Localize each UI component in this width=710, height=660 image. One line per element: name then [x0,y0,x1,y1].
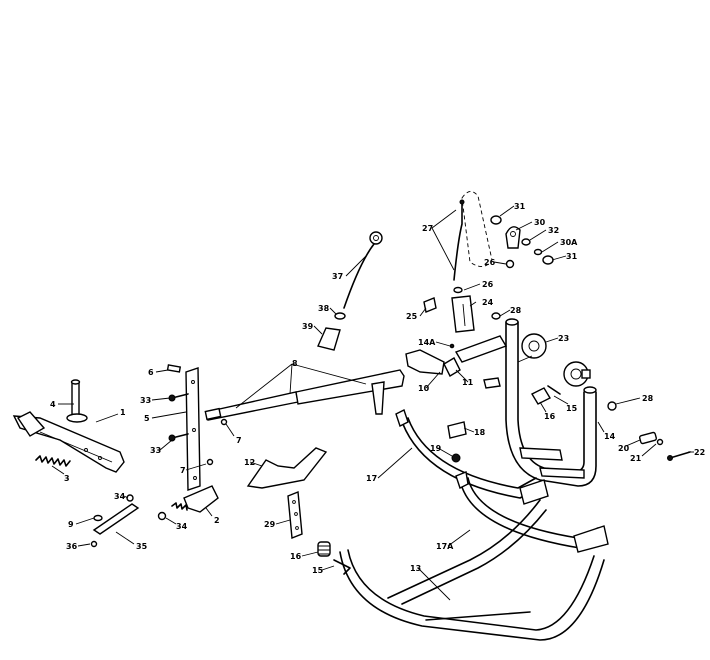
part-28-washer-a [491,312,501,320]
part-38-washer [334,312,346,320]
callout-12: 12 [244,458,255,467]
part-12-bracket [246,447,328,489]
part-26-pins [453,259,515,294]
callout-24: 24 [482,298,494,307]
callout-38: 38 [318,304,330,313]
part-21-washer [656,438,664,446]
part-37-arm [343,231,383,309]
part-25-bolt [423,297,437,313]
callout-28a: 28 [510,306,522,315]
callout-labels: 1 2 3 4 5 6 7 7 8 9 10 11 12 13 14 14A 1… [50,202,705,575]
part-6-pin [166,364,182,373]
callout-7b: 7 [236,436,242,445]
part-1-base-plate [12,411,125,473]
callout-13: 13 [410,564,421,573]
part-22-bolt [667,451,691,461]
part-24-clevis [451,295,475,333]
part-36-nut [90,540,98,548]
part-29-plate [287,491,303,539]
part-small-bracket [483,377,501,389]
leader-lines [51,205,694,601]
part-16-spring-right [531,387,551,405]
callout-22: 22 [694,448,705,457]
part-4-pin [66,379,88,423]
part-19-nut [451,453,461,463]
callout-29: 29 [264,520,276,529]
callout-30a: 30A [560,238,578,247]
callout-27: 27 [422,224,433,233]
callout-8: 8 [292,359,298,368]
callout-23: 23 [558,334,569,343]
callout-25: 25 [406,312,418,321]
callout-32: 32 [548,226,559,235]
callout-6: 6 [148,368,154,377]
part-2-bracket [171,485,219,513]
part-33-bolts [168,393,189,442]
part-8-linkage-rod [204,369,405,421]
part-32-bushing [521,238,531,246]
callout-2: 2 [214,516,220,525]
callout-20: 20 [618,444,630,453]
part-13-sled [339,499,605,641]
callout-16b: 16 [544,412,556,421]
part-39-clevis [317,327,341,351]
callout-31b: 31 [566,252,578,261]
part-20-bushing [638,431,658,445]
callout-35: 35 [136,542,148,551]
callout-26b: 26 [482,280,494,289]
part-7-nut [206,418,228,466]
part-15-clip-right [547,385,561,395]
callout-11: 11 [462,378,474,387]
part-18-plate [447,421,467,439]
part-35-strap [92,503,140,535]
callout-17a: 17A [436,542,454,551]
callout-15b: 15 [566,404,578,413]
callout-3: 3 [64,474,70,483]
part-27-rod [453,191,493,281]
callout-36: 36 [66,542,78,551]
callout-19: 19 [430,444,442,453]
callout-39: 39 [302,322,314,331]
part-5-vertical-bar [185,367,201,491]
part-28-washer-b [607,401,617,411]
callout-37: 37 [332,272,343,281]
part-23-flanges [521,333,591,387]
callout-30: 30 [534,218,546,227]
part-11-clamp [443,357,461,377]
callout-34b: 34 [176,522,188,531]
callout-31a: 31 [514,202,526,211]
callout-18: 18 [474,428,486,437]
callout-26a: 26 [484,258,496,267]
callout-33a: 33 [140,396,151,405]
callout-10: 10 [418,384,430,393]
part-9-washer [93,514,103,522]
callout-21: 21 [630,454,642,463]
callout-33b: 33 [150,446,161,455]
callout-1: 1 [120,408,126,417]
part-3-spring [35,455,71,467]
part-30-rod-end [505,226,521,249]
callout-28b: 28 [642,394,654,403]
part-34-washers [126,494,167,521]
callout-17: 17 [366,474,377,483]
callout-15a: 15 [312,566,324,575]
callout-16a: 16 [290,552,302,561]
part-14a-plate [449,335,508,363]
part-14-frame-tube [505,318,597,487]
callout-4: 4 [50,400,56,409]
part-17a-runner [455,471,609,553]
part-16-coil [317,541,331,557]
callout-14: 14 [604,432,616,441]
part-10-bracket [405,349,445,375]
callout-7a: 7 [180,466,186,475]
callout-9: 9 [68,520,74,529]
callout-14a: 14A [418,338,436,347]
part-30a-spacer [533,248,543,256]
callout-34a: 34 [114,492,126,501]
part-17-runner [395,409,549,505]
callout-5: 5 [144,414,150,423]
